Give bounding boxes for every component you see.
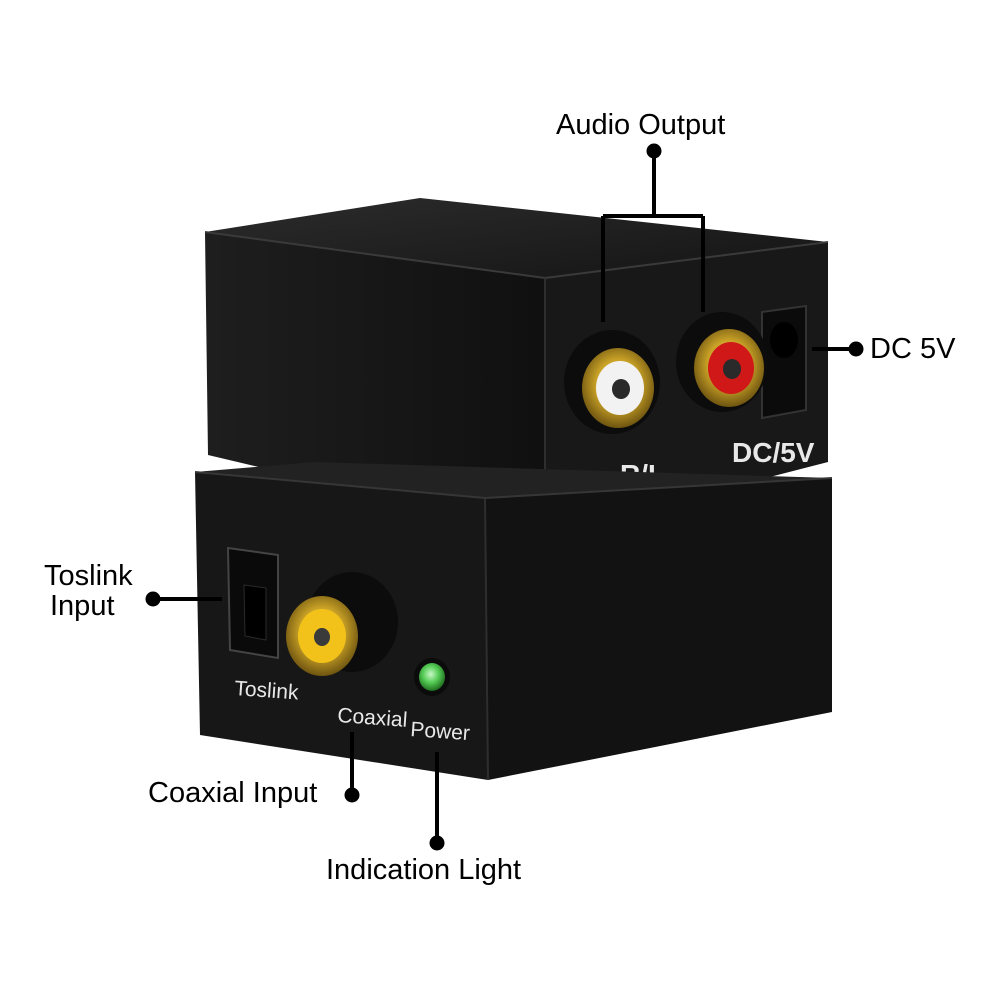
upper-box-left-side: [205, 232, 545, 535]
coaxial-jack: [286, 572, 398, 676]
callout-indication-light: Indication Light: [326, 854, 522, 886]
callout-audio-output: Audio Output: [556, 109, 726, 141]
callout-leaders: [145, 143, 864, 851]
rca-white-jack: [564, 330, 660, 434]
indication-light-leader: [429, 752, 445, 851]
callout-dc-5v: DC 5V: [870, 333, 956, 365]
toslink-port: [226, 546, 279, 660]
callout-toslink-input-line1: Toslink: [44, 560, 133, 592]
rca-red-jack: [676, 312, 768, 412]
device-label-power: Power: [410, 718, 471, 745]
dc-jack: [761, 304, 807, 420]
device-label-dc5v: DC/5V: [732, 437, 815, 468]
upper-box-top: [205, 198, 828, 278]
callout-toslink-input: Toslink Input: [44, 561, 133, 621]
coaxial-input-leader: [344, 732, 360, 803]
lower-box: Toslink Coaxial Power: [194, 462, 833, 781]
device-label-coaxial: Coaxial: [337, 704, 408, 732]
upper-box: R/L DC/5V: [204, 198, 829, 535]
toslink-input-leader: [145, 591, 222, 607]
audio-output-leader: [601, 143, 705, 322]
callout-coaxial-input: Coaxial Input: [148, 777, 318, 809]
lower-box-right-side: [485, 478, 832, 780]
dc-5v-leader: [812, 341, 864, 357]
device-label-toslink: Toslink: [234, 677, 300, 704]
power-led: [414, 658, 450, 696]
callout-toslink-input-line2: Input: [50, 590, 115, 622]
